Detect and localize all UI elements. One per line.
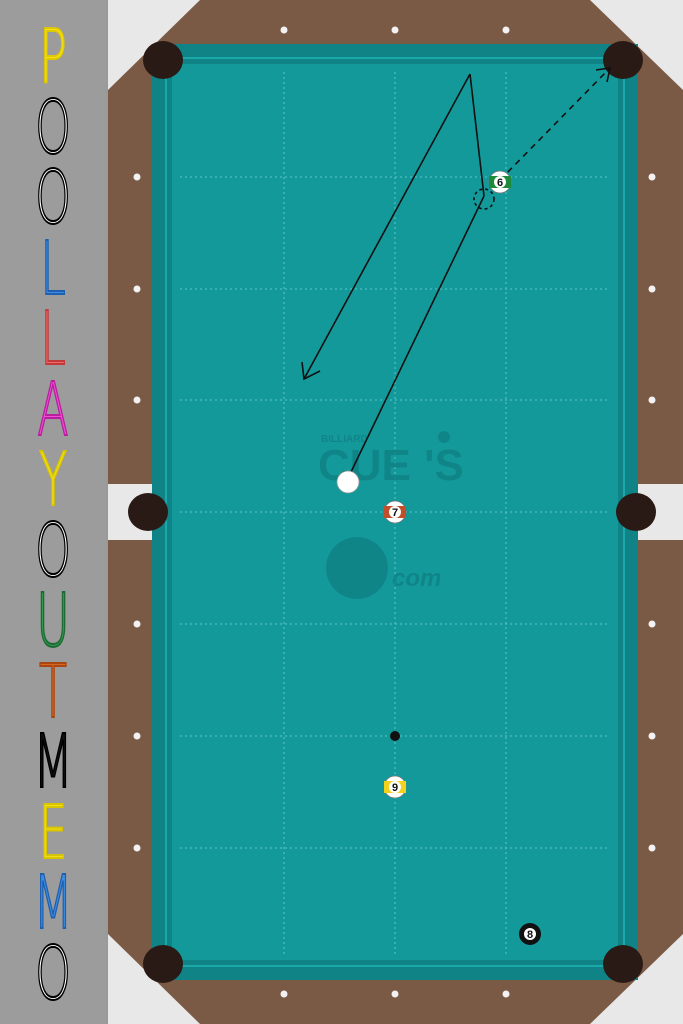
pocket-mid-right — [616, 493, 656, 531]
ghost-ball — [473, 188, 495, 210]
pocket-top-right — [603, 41, 643, 79]
watermark-small-text: BILLIARD — [321, 434, 368, 445]
title-letter-11: E — [38, 789, 68, 876]
title-letter-6: Y — [38, 437, 68, 523]
watermark-main-text: CUE — [318, 441, 411, 490]
title-letter-12: M — [33, 860, 74, 946]
rail-top — [108, 0, 683, 48]
cue-path-line — [349, 195, 485, 475]
watermark-sub-text: com — [392, 565, 441, 592]
watermark-apostrophe-text: 'S — [424, 441, 464, 490]
title-letter-13: O — [34, 930, 72, 1017]
title-letter-2: O — [34, 155, 72, 241]
pocket-top-left — [143, 41, 183, 79]
title-letter-9: T — [38, 648, 68, 735]
title-letter-3: L — [40, 225, 67, 312]
title-letter-5: A — [37, 366, 70, 453]
watermark-logo-circle — [326, 537, 388, 599]
ball-7-label: 7 — [392, 507, 398, 519]
title-letter-10: M — [33, 719, 74, 805]
ball-8[interactable]: 8 — [519, 923, 541, 945]
rail-diamonds — [133, 26, 656, 998]
ball-6-label: 6 — [497, 177, 503, 189]
ball-9[interactable]: 9 — [383, 775, 407, 799]
pockets — [128, 41, 656, 983]
title-letter-7: O — [34, 507, 72, 594]
title-letter-8: U — [36, 578, 71, 664]
title-letter-1: O — [34, 84, 72, 171]
pocket-bottom-right — [603, 945, 643, 983]
ball-6[interactable]: 6 — [488, 170, 512, 194]
cue-ball[interactable] — [336, 470, 360, 494]
watermark: BILLIARD CUE 'S com — [318, 431, 464, 599]
rebound-line-2 — [303, 73, 471, 380]
title-letter-4: L — [40, 296, 67, 382]
rebound-arrowhead — [301, 361, 321, 381]
pocket-bottom-left — [143, 945, 183, 983]
title-sidebar — [0, 0, 106, 1024]
object-ball-arrowhead — [595, 67, 612, 83]
ball-9-label: 9 — [392, 782, 398, 794]
object-ball-path — [499, 67, 611, 181]
ball-7[interactable]: 7 — [383, 500, 407, 524]
shot-lines — [301, 67, 612, 475]
pocket-mid-left — [128, 493, 168, 531]
rebound-line-1 — [469, 73, 485, 197]
foot-spot — [390, 731, 400, 741]
title-letter-0: P — [39, 14, 68, 100]
ball-8-label: 8 — [527, 929, 533, 941]
